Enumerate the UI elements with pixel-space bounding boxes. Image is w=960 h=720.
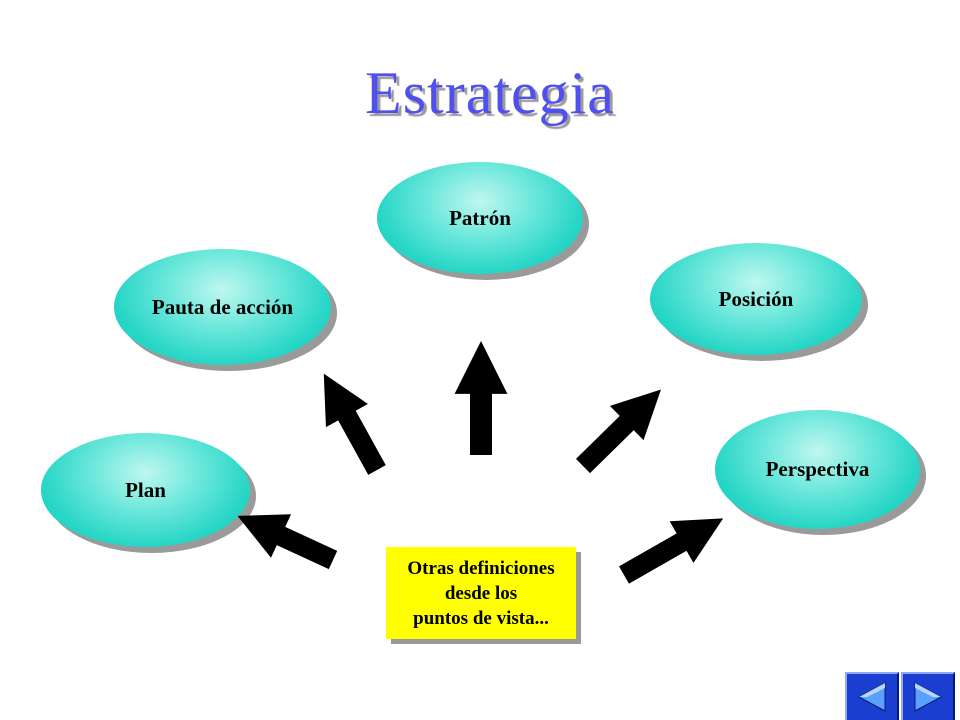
node-perspectiva: Perspectiva xyxy=(715,410,926,535)
node-label-posicion: Posición xyxy=(718,286,794,311)
node-ellipse: Perspectiva xyxy=(715,410,920,529)
node-posicion: Posición xyxy=(650,243,868,361)
node-label-pauta: Pauta de acción xyxy=(151,294,294,319)
arrow-to-pauta xyxy=(323,373,386,475)
previous-slide-button[interactable] xyxy=(845,672,899,720)
note-box: Otras definiciones desde los puntos de v… xyxy=(386,547,576,639)
node-patron: Patrón xyxy=(377,162,589,280)
node-label-perspectiva: Perspectiva xyxy=(765,457,870,481)
triangle-left-icon xyxy=(857,682,886,712)
node-pauta-de-accion: Pauta de acción xyxy=(114,249,337,371)
center-note: Otras definiciones desde los puntos de v… xyxy=(386,547,581,644)
node-ellipse: Pauta de acción xyxy=(114,249,331,365)
slide-navigation xyxy=(845,672,955,720)
node-ellipse: Posición xyxy=(650,243,862,355)
next-slide-button[interactable] xyxy=(901,672,955,720)
node-label-plan: Plan xyxy=(125,477,166,502)
note-line-1: Otras definiciones xyxy=(407,557,555,579)
note-line-2: desde los xyxy=(444,582,518,604)
slide-title: Estrategia xyxy=(365,60,615,126)
node-ellipse: Plan xyxy=(41,433,250,547)
triangle-right-icon xyxy=(914,682,943,712)
node-label-patron: Patrón xyxy=(449,205,511,230)
note-line-3: puntos de vista... xyxy=(413,607,549,629)
arrow-to-plan xyxy=(237,514,338,570)
arrow-to-perspectiva xyxy=(619,518,724,584)
node-plan: Plan xyxy=(41,433,256,553)
arrow-to-posicion xyxy=(575,389,661,474)
node-ellipse: Patrón xyxy=(377,162,583,274)
